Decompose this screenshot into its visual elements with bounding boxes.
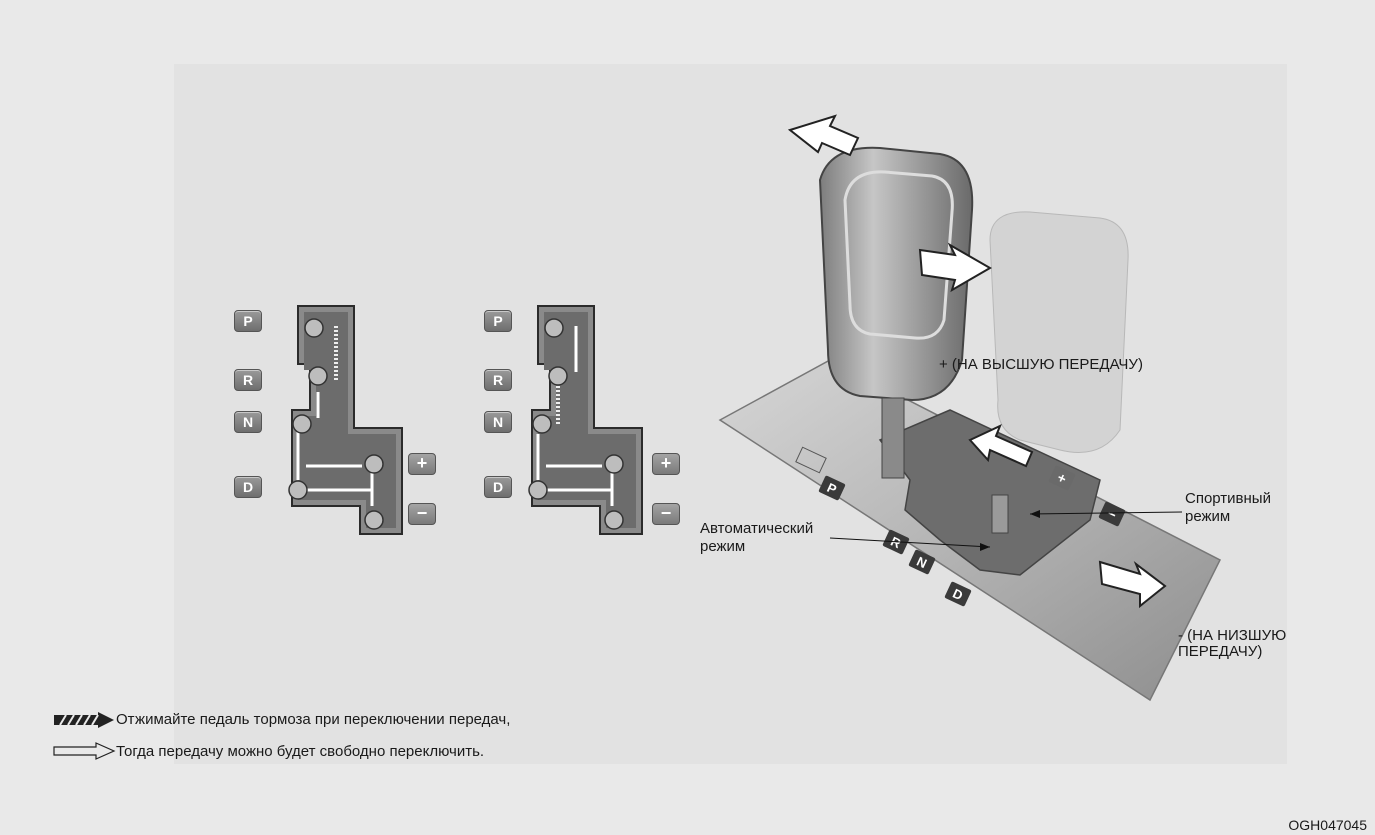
gate-diagram-1: P R N D + − xyxy=(230,300,450,540)
label-downshift: - (НА НИЗШУЮ ПЕРЕДАЧУ) xyxy=(1178,628,1286,660)
plus-key: + xyxy=(408,453,436,475)
gate-path-1 xyxy=(280,300,410,540)
label-upshift: + (НА ВЫСШУЮ ПЕРЕДАЧУ) xyxy=(939,356,1143,374)
gear-key-n: N xyxy=(484,411,512,433)
gate-diagram-2: P R N D + − xyxy=(480,300,700,540)
gear-key-n: N xyxy=(234,411,262,433)
figure-code: OGH047045 xyxy=(1288,817,1367,833)
gear-key-p: P xyxy=(234,310,262,332)
legend-row-1: Отжимайте педаль тормоза при переключени… xyxy=(52,711,510,728)
label-sport-mode: Спортивный режим xyxy=(1185,490,1271,526)
gear-key-d: D xyxy=(484,476,512,498)
ghost-knob xyxy=(990,212,1128,453)
gear-key-p: P xyxy=(484,310,512,332)
gear-key-r: R xyxy=(234,369,262,391)
sport-stem xyxy=(992,495,1008,533)
minus-key: − xyxy=(408,503,436,525)
plate-key-d: D xyxy=(944,581,972,607)
gear-key-r: R xyxy=(484,369,512,391)
shift-stem xyxy=(882,398,904,478)
gate-path-2 xyxy=(520,300,650,540)
legend-text-1: Отжимайте педаль тормоза при переключени… xyxy=(116,711,510,728)
outline-arrow-icon xyxy=(52,742,116,760)
hatched-arrow-icon xyxy=(52,712,116,728)
shifter-illustration: P R N D + − xyxy=(700,100,1260,710)
arrow-up-left-icon xyxy=(790,116,858,155)
legend-row-2: Тогда передачу можно будет свободно пере… xyxy=(52,742,484,760)
plus-key: + xyxy=(652,453,680,475)
gear-key-d: D xyxy=(234,476,262,498)
legend-text-2: Тогда передачу можно будет свободно пере… xyxy=(116,743,484,760)
label-auto-mode: Автоматический режим xyxy=(700,520,813,556)
minus-key: − xyxy=(652,503,680,525)
